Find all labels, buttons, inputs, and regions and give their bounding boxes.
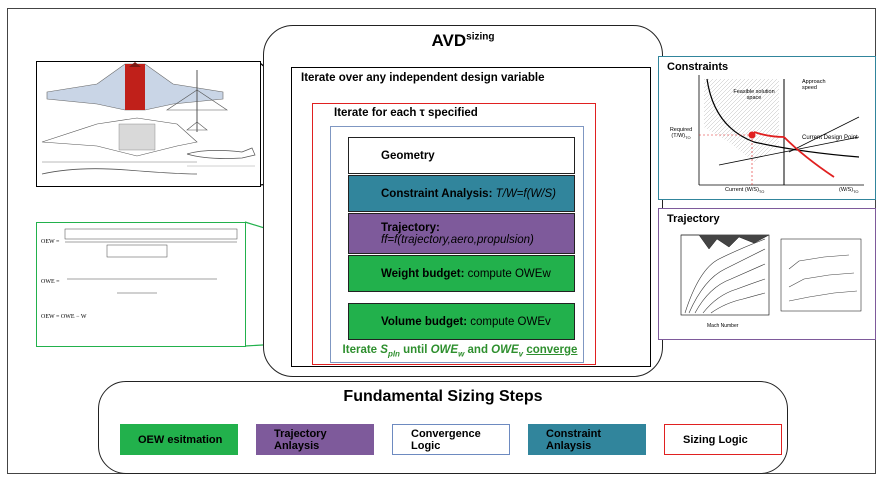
legend-constraint-analysis: Constraint Anlaysis bbox=[528, 424, 646, 455]
trajectory-panel: Trajectory Mach Number bbox=[658, 208, 876, 340]
legend-oew-estimation: OEW esitmation bbox=[120, 424, 238, 455]
approach-speed-label: Approach speed bbox=[802, 79, 826, 91]
constraint-diagram bbox=[698, 75, 864, 186]
fundamental-sizing-steps-title: Fundamental Sizing Steps bbox=[343, 388, 543, 405]
constraints-panel: Constraints Feasible solution space Appr… bbox=[658, 56, 876, 200]
trajectory-xlabel: Mach Number bbox=[707, 323, 739, 329]
iterate-design-variable-box bbox=[291, 67, 651, 367]
svg-text:OWE =: OWE = bbox=[41, 279, 60, 285]
trajectory-step: Trajectory: ff=f(trajectory,aero,propuls… bbox=[348, 213, 575, 254]
avd-title: AVDsizing bbox=[431, 31, 495, 50]
constraints-xlabel: (W/S)TO bbox=[839, 187, 859, 195]
legend-trajectory-analysis: Trajectory Anlaysis bbox=[256, 424, 374, 455]
oew-equations-panel: OEW = OWE = OEW = OWE − W bbox=[36, 222, 246, 347]
geometry-drawing-panel bbox=[36, 61, 261, 187]
weight-budget-step: Weight budget: compute OWEw bbox=[348, 255, 575, 292]
constraints-ylabel: Required (T/W)TO bbox=[669, 127, 693, 141]
current-design-point-label: Current Design Point bbox=[802, 135, 858, 141]
constraint-analysis-step: Constraint Analysis: T/W=f(W/S) bbox=[348, 175, 575, 212]
volume-budget-step: Volume budget: compute OWEv bbox=[348, 303, 575, 340]
constraints-current-xlabel: Current (W/S)TO bbox=[725, 187, 765, 195]
convergence-loop-box bbox=[330, 126, 584, 363]
legend-sizing-logic: Sizing Logic bbox=[664, 424, 782, 455]
iterate-spln-label: Iterate Spln until OWEw and OWEv converg… bbox=[342, 344, 578, 359]
geometry-step: Geometry bbox=[348, 137, 575, 174]
iterate-design-variable-label: Iterate over any independent design vari… bbox=[301, 72, 545, 84]
trajectory-title: Trajectory bbox=[667, 213, 720, 225]
constraints-title: Constraints bbox=[667, 61, 729, 73]
iterate-tau-box bbox=[312, 103, 596, 365]
iterate-tau-label: Iterate for each τ specified bbox=[334, 107, 478, 119]
trajectory-plots bbox=[680, 234, 862, 316]
svg-text:OEW = OWE − W: OEW = OWE − W bbox=[41, 314, 87, 320]
legend-convergence-logic: Convergence Logic bbox=[392, 424, 510, 455]
aircraft-drawings bbox=[41, 62, 256, 175]
svg-text:OEW =: OEW = bbox=[41, 239, 60, 245]
feasible-space-label: Feasible solution space bbox=[733, 89, 775, 101]
oew-equations: OEW = OWE = OEW = OWE − W bbox=[41, 228, 238, 320]
